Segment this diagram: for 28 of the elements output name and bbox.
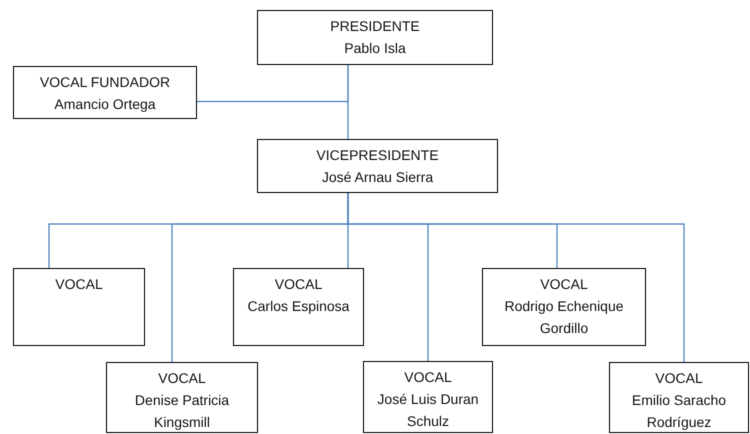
connector-line xyxy=(197,65,349,102)
member-name: Carlos Espinosa xyxy=(246,297,350,316)
role-box xyxy=(106,362,258,433)
member-name: José Luis Duran Schulz xyxy=(376,390,480,431)
member-name: Amancio Ortega xyxy=(53,95,157,114)
role-title: VICEPRESIDENTE xyxy=(315,146,440,165)
member-name: Emilio Saracho Rodríguez xyxy=(630,391,728,432)
role-title: VOCAL xyxy=(274,275,324,294)
role-title: VOCAL xyxy=(157,369,207,388)
member-name: José Arnau Sierra xyxy=(320,168,434,187)
role-box xyxy=(13,66,197,119)
role-title: VOCAL xyxy=(403,368,453,387)
member-name: Denise Patricia Kingsmill xyxy=(134,391,230,432)
role-box xyxy=(233,268,364,346)
role-title: VOCAL FUNDADOR xyxy=(38,73,172,92)
connector-line xyxy=(347,193,685,362)
role-box xyxy=(482,268,646,346)
role-box xyxy=(257,10,493,65)
role-box xyxy=(609,362,749,433)
member-name: Pablo Isla xyxy=(343,39,407,58)
member-name: Rodrigo Echenique Gordillo xyxy=(503,297,625,338)
role-title: VOCAL xyxy=(54,275,104,294)
role-box xyxy=(13,268,145,346)
role-box xyxy=(363,361,493,433)
role-title: VOCAL xyxy=(539,275,589,294)
role-title: PRESIDENTE xyxy=(329,17,421,36)
role-box xyxy=(257,139,498,193)
role-title: VOCAL xyxy=(654,369,704,388)
